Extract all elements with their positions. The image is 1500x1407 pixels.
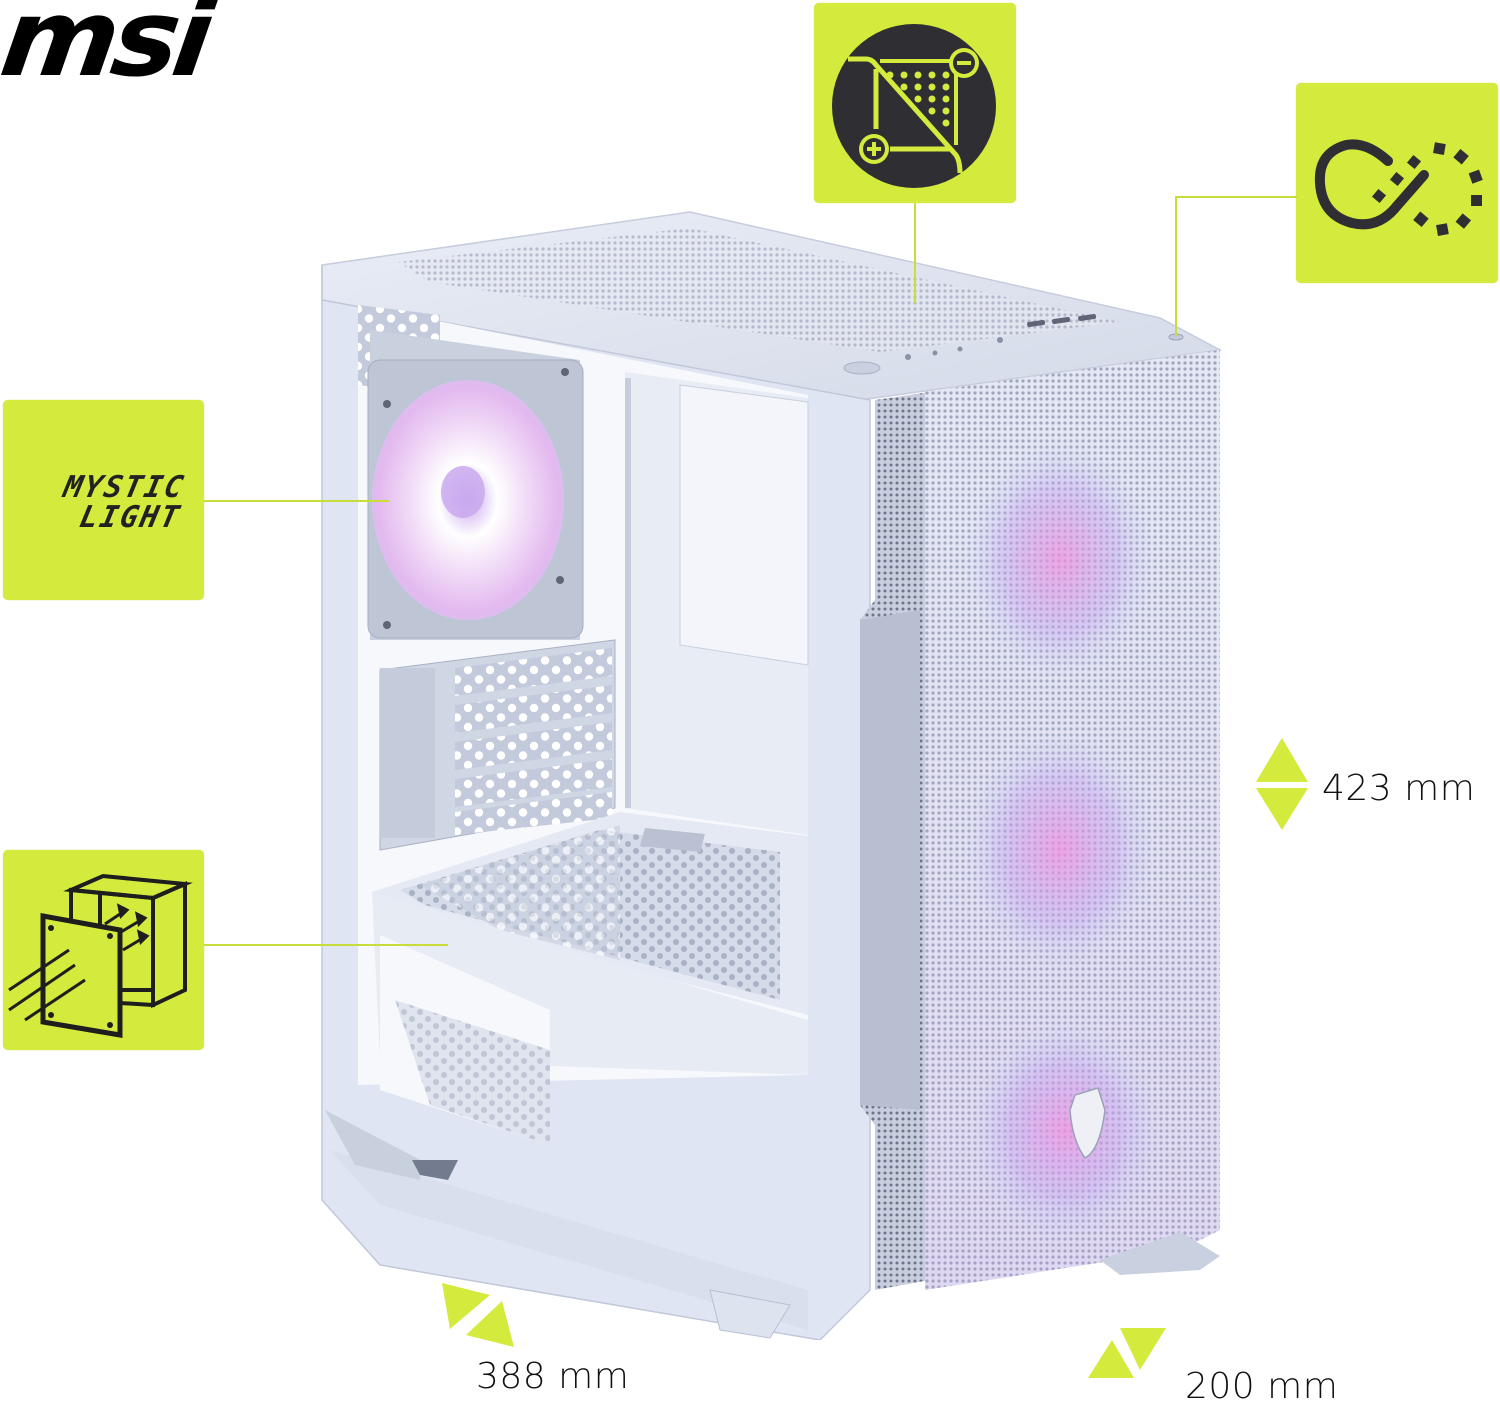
front-mesh-panel bbox=[925, 350, 1220, 1290]
depth-arrows-icon bbox=[442, 1283, 514, 1348]
leader-line-infinity-h bbox=[1175, 196, 1297, 198]
feature-badge-dust-filter bbox=[814, 3, 1016, 203]
msi-shield-emblem bbox=[1069, 1087, 1106, 1159]
leader-line-infinity-v bbox=[1175, 196, 1177, 336]
leader-line-dust-filter bbox=[914, 203, 916, 303]
height-dimension-label: 423 mm bbox=[1322, 768, 1476, 809]
leader-line-side-panel bbox=[204, 944, 448, 946]
infinity-loop-icon bbox=[1314, 139, 1483, 236]
width-arrows-icon bbox=[1088, 1328, 1168, 1380]
dust-filter-icon bbox=[832, 24, 996, 188]
feature-badge-infinity bbox=[1296, 83, 1498, 283]
mystic-light-label-line1: MYSTIC bbox=[60, 470, 188, 505]
top-io-ports bbox=[843, 314, 1184, 375]
depth-dimension-label: 388 mm bbox=[476, 1356, 630, 1397]
pcie-slot-covers bbox=[379, 639, 616, 851]
pc-case-illustration bbox=[300, 205, 1240, 1341]
rear-rgb-fan bbox=[367, 359, 584, 639]
brand-logo-text: msi bbox=[0, 0, 215, 101]
leader-line-mystic-light bbox=[204, 500, 389, 502]
feature-badge-mystic-light: MYSTIC LIGHT bbox=[3, 400, 204, 600]
mystic-light-label-line2: LIGHT bbox=[76, 500, 184, 535]
height-arrows-icon bbox=[1256, 738, 1308, 830]
side-panel-airflow-icon bbox=[8, 873, 193, 1038]
msi-logo: msi bbox=[0, 0, 308, 101]
width-dimension-label: 200 mm bbox=[1185, 1366, 1339, 1407]
feature-badge-side-panel bbox=[3, 850, 204, 1050]
